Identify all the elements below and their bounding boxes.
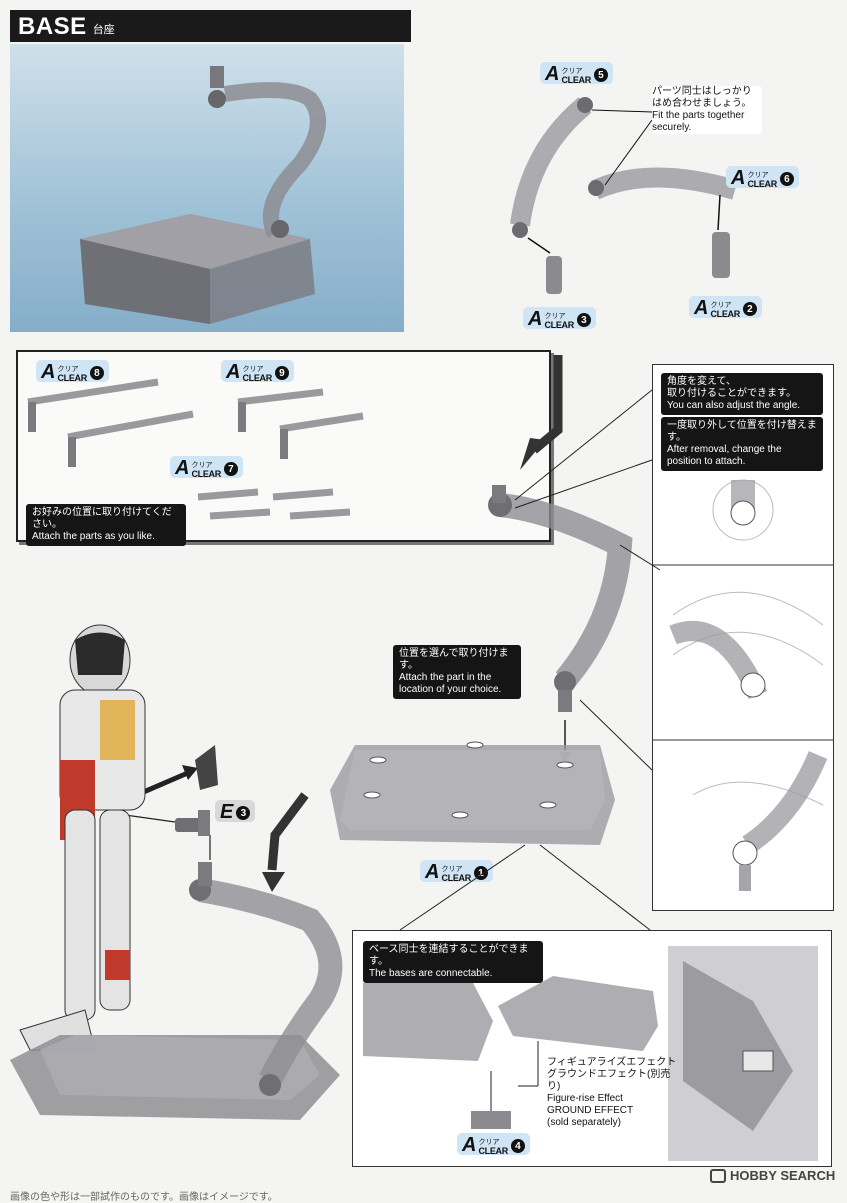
part-number-5: 5 bbox=[593, 68, 608, 82]
part-number-e3: 3 bbox=[236, 806, 251, 820]
fit-note-en: Fit the parts together securely. bbox=[652, 110, 745, 133]
attach-like-note-jp: お好みの位置に取り付けてください。 bbox=[32, 507, 172, 530]
part-number-7: 7 bbox=[223, 462, 238, 476]
choice-note-en: Attach the part in the location of your … bbox=[399, 672, 502, 695]
watermark: HOBBY SEARCH bbox=[710, 1168, 835, 1183]
fit-note: パーツ同士はしっかり はめ合わせましょう。 Fit the parts toge… bbox=[652, 86, 762, 134]
attach-like-note: お好みの位置に取り付けてください。 Attach the parts as yo… bbox=[26, 504, 186, 546]
part-number-2: 2 bbox=[742, 302, 757, 316]
assembled-stand-photo bbox=[10, 44, 404, 332]
ground-effect-note-jp: フィギュアライズエフェクト グラウンドエフェクト(別売り) bbox=[547, 1057, 677, 1092]
connect-note: ベース同士を連結することができます。 The bases are connect… bbox=[363, 941, 543, 983]
footer-note: 画像の色や形は一部試作のものです。画像はイメージです。 bbox=[10, 1192, 278, 1203]
optional-parts-illustration bbox=[27, 378, 364, 520]
connect-detail-panel: ベース同士を連結することができます。 The bases are connect… bbox=[352, 930, 832, 1167]
header-accent bbox=[405, 10, 411, 42]
removal-note-en: After removal, change the position to at… bbox=[667, 444, 782, 467]
watermark-logo-icon bbox=[710, 1168, 726, 1183]
part-number-8: 8 bbox=[89, 366, 104, 380]
section-header: BASE 台座 bbox=[10, 10, 405, 42]
connect-note-en: The bases are connectable. bbox=[369, 968, 493, 979]
section-subtitle: 台座 bbox=[92, 24, 115, 36]
fit-note-jp: パーツ同士はしっかり はめ合わせましょう。 bbox=[652, 86, 752, 109]
part-number-3: 3 bbox=[576, 313, 591, 327]
angle-note-jp: 角度を変えて、 取り付けることができます。 bbox=[667, 376, 796, 399]
angle-note: 角度を変えて、 取り付けることができます。 You can also adjus… bbox=[661, 373, 823, 415]
stand-photo-illustration bbox=[80, 66, 326, 324]
part-number-9: 9 bbox=[274, 366, 289, 380]
removal-note-jp: 一度取り外して位置を付け替えます。 bbox=[667, 420, 817, 443]
connect-note-jp: ベース同士を連結することができます。 bbox=[369, 944, 529, 967]
angle-detail-illustrations bbox=[653, 479, 833, 891]
angle-detail-panel: 角度を変えて、 取り付けることができます。 You can also adjus… bbox=[652, 364, 834, 911]
part-number-6: 6 bbox=[779, 172, 794, 186]
arm-assembly-diagram bbox=[510, 97, 738, 294]
part-number-1: 1 bbox=[473, 866, 488, 880]
part-label-e3: E 3 bbox=[215, 800, 256, 822]
removal-note: 一度取り外して位置を付け替えます。 After removal, change … bbox=[661, 417, 823, 471]
choice-note: 位置を選んで取り付けます。 Attach the part in the loc… bbox=[393, 645, 521, 699]
angle-note-en: You can also adjust the angle. bbox=[667, 400, 801, 411]
choice-note-jp: 位置を選んで取り付けます。 bbox=[399, 648, 509, 671]
attach-like-note-en: Attach the parts as you like. bbox=[32, 531, 155, 542]
section-title: BASE bbox=[18, 13, 87, 40]
ground-effect-note-en: Figure-rise Effect GROUND EFFECT (sold s… bbox=[547, 1093, 634, 1128]
connect-illustration bbox=[363, 946, 818, 1161]
watermark-text: HOBBY SEARCH bbox=[730, 1168, 836, 1183]
part-number-4: 4 bbox=[510, 1139, 525, 1153]
ground-effect-note: フィギュアライズエフェクト グラウンドエフェクト(別売り) Figure-ris… bbox=[547, 1057, 677, 1129]
